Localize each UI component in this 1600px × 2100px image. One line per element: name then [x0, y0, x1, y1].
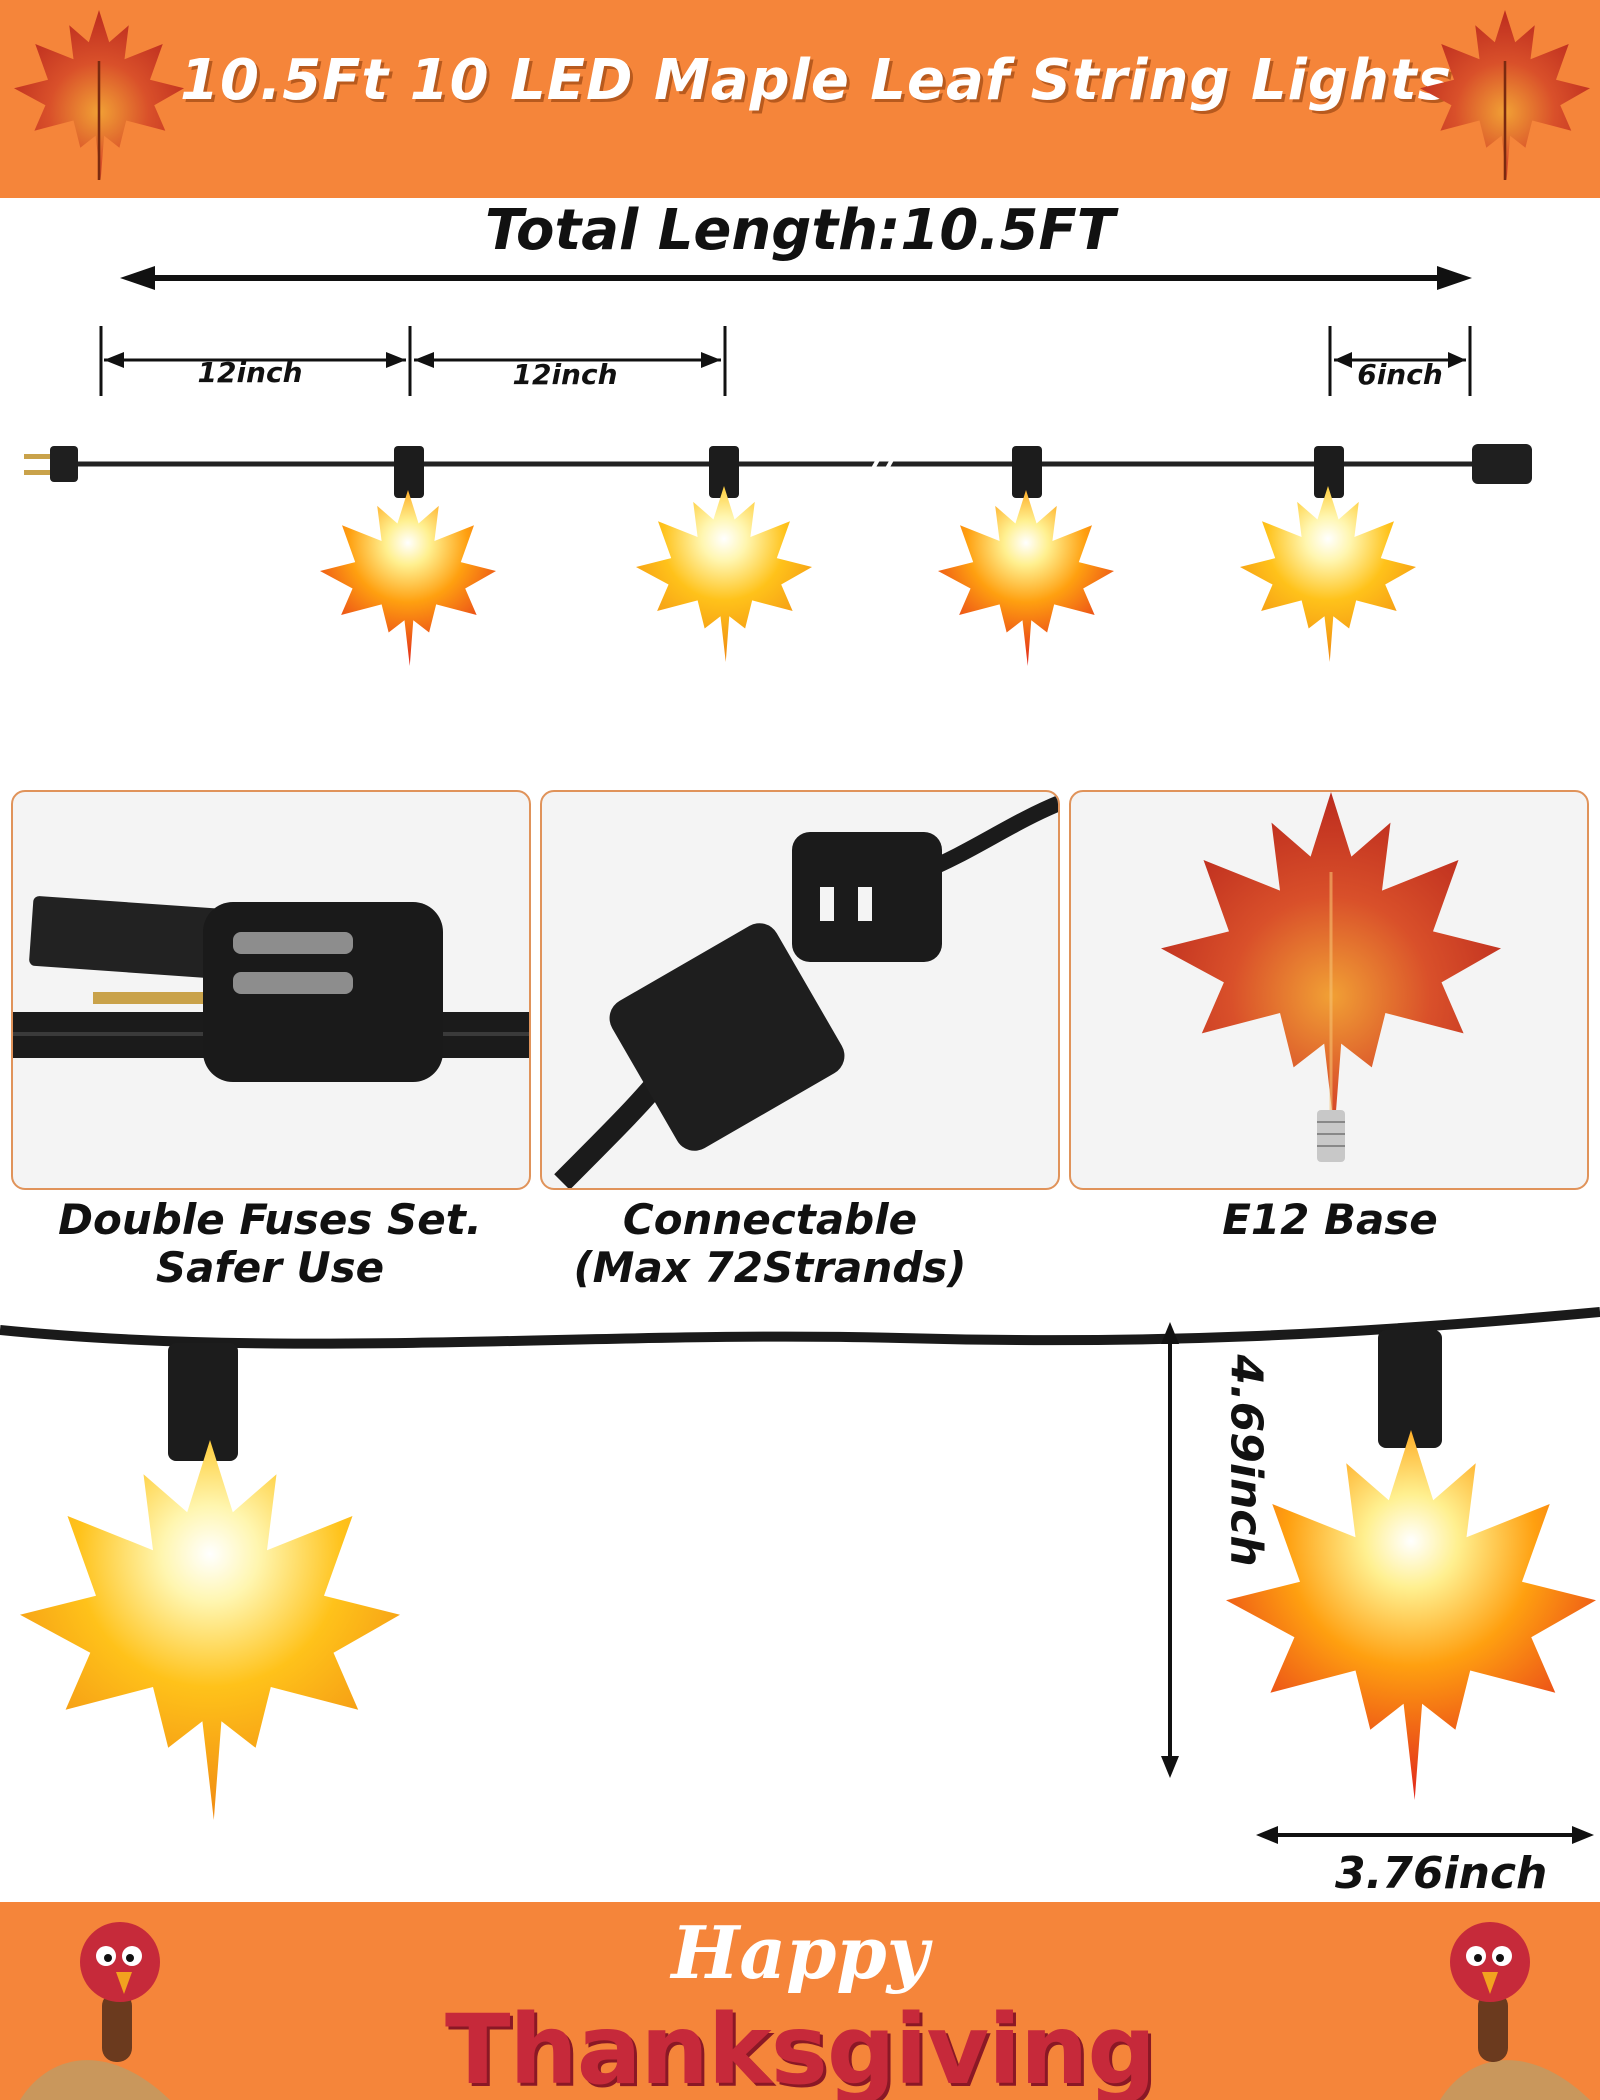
- feature-caption: E12 Base: [1060, 1196, 1600, 1244]
- plug-icon: [554, 795, 1058, 1188]
- bottom-banner: Happy Thanksgiving: [0, 1902, 1600, 2100]
- segment-label: 6inch: [1357, 358, 1443, 391]
- segment-label: 12inch: [197, 356, 303, 389]
- turkey-icon: [1440, 1922, 1590, 2100]
- happy-text: Happy: [671, 1910, 929, 1995]
- caption-line: Connectable: [622, 1195, 918, 1244]
- total-length-label: Total Length:10.5FT: [485, 198, 1115, 263]
- turkey-icon: [20, 1922, 170, 2100]
- width-dimension-label: 3.76inch: [1335, 1848, 1548, 1899]
- maple-leaf-icon: [14, 10, 184, 180]
- height-dimension-arrow: [1161, 1322, 1179, 1778]
- caption-line: E12 Base: [1222, 1195, 1438, 1244]
- segment-arrows: [99, 326, 1472, 396]
- feature-panel-fuse: [11, 790, 531, 1190]
- maple-leaf-icon: [1161, 792, 1501, 1162]
- thanksgiving-text: Thanksgiving: [444, 1994, 1156, 2100]
- bulb-closeup: [0, 1307, 1600, 1844]
- plug-icon: [24, 446, 78, 482]
- segment-label: 12inch: [512, 358, 618, 391]
- height-dimension-label: 4.69inch: [1220, 1354, 1272, 1567]
- bulb-string: [320, 446, 1416, 666]
- plug-icon: [1472, 444, 1532, 484]
- length-diagram: [24, 266, 1532, 666]
- feature-panel-e12-base: [1069, 790, 1589, 1190]
- caption-line: (Max 72Strands): [573, 1243, 967, 1292]
- top-banner: 10.5Ft 10 LED Maple Leaf String Lights: [0, 0, 1600, 198]
- feature-panel-connectable: [540, 790, 1060, 1190]
- width-dimension-arrow: [1256, 1826, 1594, 1844]
- caption-line: Safer Use: [155, 1243, 385, 1292]
- caption-line: Double Fuses Set.: [58, 1195, 482, 1244]
- total-length-arrow: [120, 266, 1472, 290]
- feature-caption: Connectable (Max 72Strands): [500, 1196, 1040, 1292]
- banner-title: 10.5Ft 10 LED Maple Leaf String Lights: [180, 48, 1452, 113]
- feature-caption: Double Fuses Set. Safer Use: [0, 1196, 540, 1292]
- maple-leaf-icon: [1420, 10, 1590, 180]
- plug-icon: [13, 896, 529, 1082]
